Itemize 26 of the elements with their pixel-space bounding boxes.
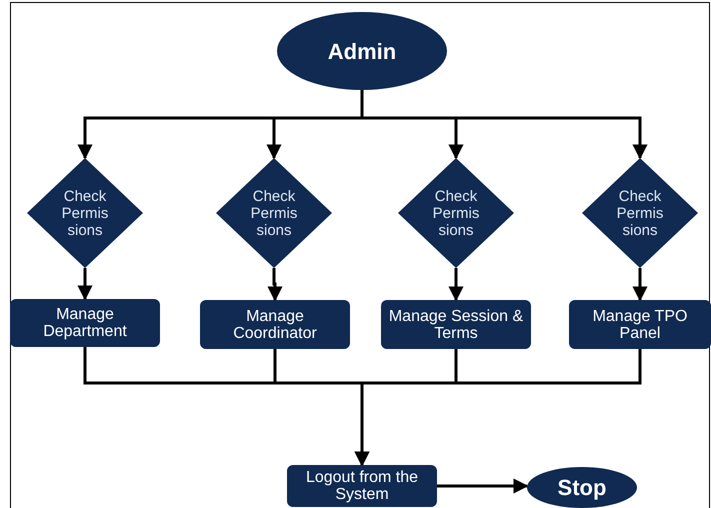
process-box bbox=[10, 299, 160, 347]
node-label: Manage Department bbox=[42, 306, 128, 340]
node-label: Manage Session & Terms bbox=[388, 308, 524, 342]
decision-diamond bbox=[27, 158, 143, 268]
arrow bbox=[78, 268, 92, 300]
node-label: Check Permis sions bbox=[250, 188, 298, 238]
decision-diamond bbox=[398, 158, 514, 268]
arrow bbox=[448, 268, 464, 302]
process-box bbox=[381, 300, 531, 349]
process-box bbox=[287, 465, 437, 507]
node-label: Stop bbox=[558, 474, 606, 502]
node-label: Manage Coordinator bbox=[232, 308, 318, 342]
arrow bbox=[268, 268, 282, 302]
arrow bbox=[437, 478, 528, 494]
node-label: Admin bbox=[328, 38, 396, 66]
arrow bbox=[354, 349, 642, 466]
decision-diamond bbox=[582, 158, 698, 268]
node-label: Check Permis sions bbox=[616, 188, 664, 238]
process-box bbox=[569, 300, 711, 349]
node-label: Manage TPO Panel bbox=[592, 308, 688, 342]
process-box bbox=[200, 300, 350, 349]
node-label: Logout from the System bbox=[304, 469, 420, 503]
decision-diamond bbox=[216, 158, 332, 268]
node-label: Check Permis sions bbox=[432, 188, 480, 238]
arrow bbox=[632, 268, 648, 302]
node-label: Check Permis sions bbox=[60, 188, 110, 238]
